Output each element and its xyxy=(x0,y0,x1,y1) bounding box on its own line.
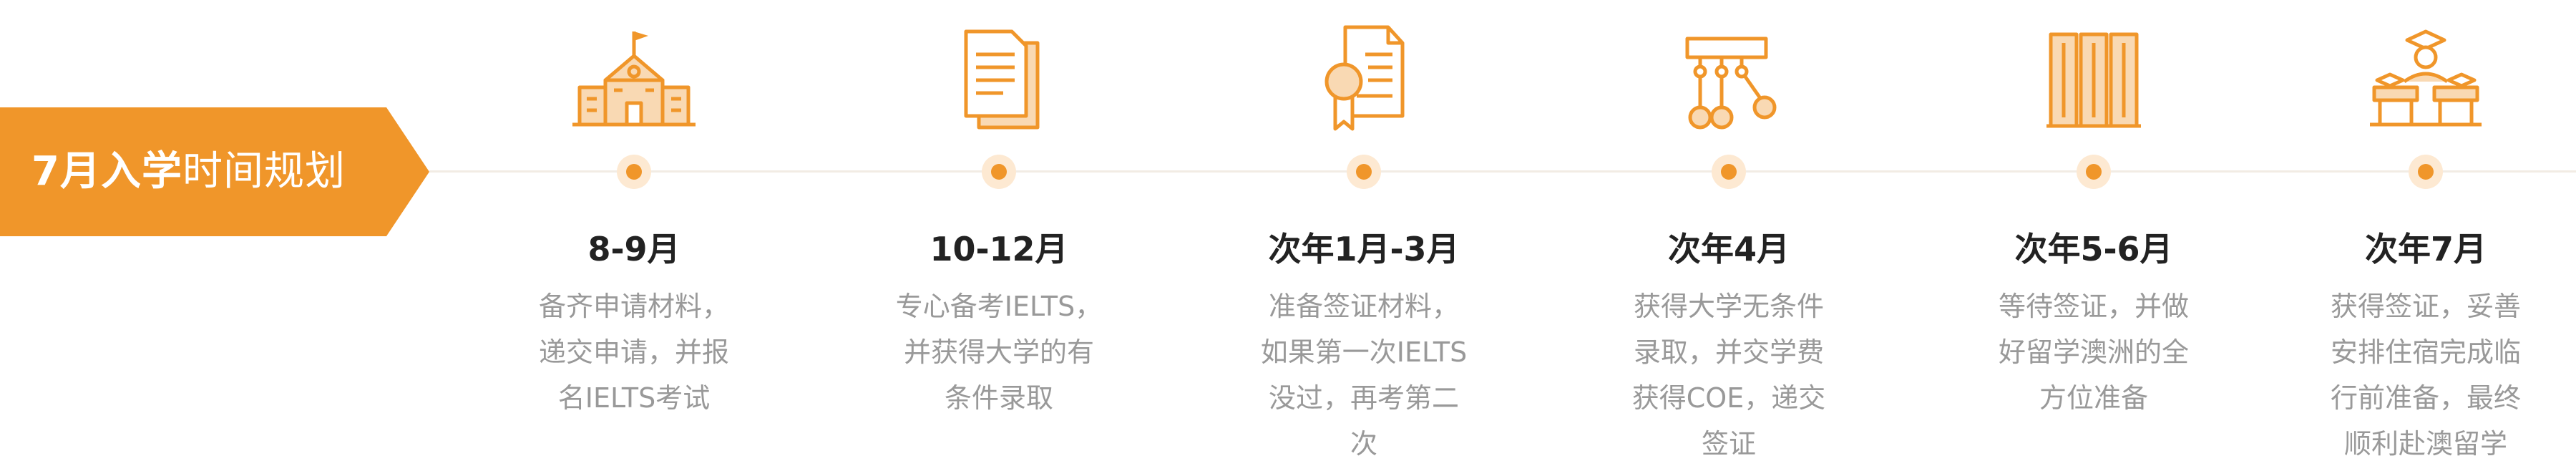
title-banner: 7月入学时间规划 xyxy=(0,107,429,236)
banner-arrow-shape xyxy=(0,107,429,236)
timeline-stage-6: 次年7月 获得签证，妥善安排住宿完成临行前准备，最终顺利赴澳留学 xyxy=(2275,0,2576,461)
banner-title: 7月入学时间规划 xyxy=(31,107,346,236)
stage-description: 准备签证材料，如果第一次IELTS没过，再考第二次 xyxy=(1260,291,1468,460)
graduates-icon xyxy=(2361,21,2490,136)
timeline-line xyxy=(429,170,2576,173)
network-nodes-icon xyxy=(1664,21,1793,136)
timeline-dot xyxy=(2075,153,2112,190)
stage-period: 10-12月 xyxy=(930,230,1068,268)
timeline-dot xyxy=(2407,153,2444,190)
timeline-stage-4: 次年4月 获得大学无条件录取，并交学费获得COE，递交签证 xyxy=(1579,0,1879,461)
banner-title-bold: 7月入学 xyxy=(31,148,182,195)
certificate-icon xyxy=(1299,21,1428,136)
stage-description: 备齐申请材料，递交申请，并报名IELTS考试 xyxy=(538,291,729,414)
document-icon xyxy=(935,21,1063,136)
school-building-icon xyxy=(570,21,698,136)
timeline-dot xyxy=(1345,153,1382,190)
timeline-stage-1: 8-9月 备齐申请材料，递交申请，并报名IELTS考试 xyxy=(484,0,784,461)
timeline-stage-2: 10-12月 专心备考IELTS，并获得大学的有条件录取 xyxy=(849,0,1149,461)
banner-title-light: 时间规划 xyxy=(182,148,346,195)
stage-period: 次年5-6月 xyxy=(2014,230,2173,268)
stage-period: 次年7月 xyxy=(2364,230,2487,268)
stage-description: 获得大学无条件录取，并交学费获得COE，递交签证 xyxy=(1631,291,1826,460)
stage-description: 专心备考IELTS，并获得大学的有条件录取 xyxy=(895,291,1103,414)
timeline-stage-5: 次年5-6月 等待签证，并做好留学澳洲的全方位准备 xyxy=(1943,0,2244,461)
stage-description: 获得签证，妥善安排住宿完成临行前准备，最终顺利赴澳留学 xyxy=(2330,291,2521,460)
timeline-stage-3: 次年1月-3月 准备签证材料，如果第一次IELTS没过，再考第二次 xyxy=(1214,0,1514,461)
timeline-dot xyxy=(615,153,653,190)
stage-description: 等待签证，并做好留学澳洲的全方位准备 xyxy=(1998,291,2189,414)
books-icon xyxy=(2029,21,2158,136)
stage-period: 8-9月 xyxy=(587,230,680,268)
stage-period: 次年4月 xyxy=(1667,230,1790,268)
stage-period: 次年1月-3月 xyxy=(1268,230,1460,268)
timeline-dot xyxy=(1710,153,1747,190)
timeline-dot xyxy=(980,153,1018,190)
